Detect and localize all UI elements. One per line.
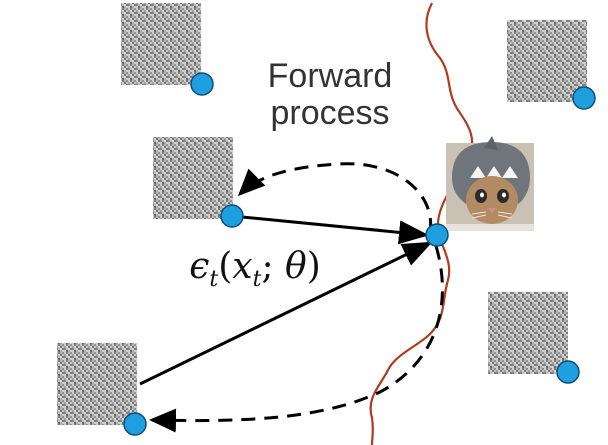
point-top-right: [572, 86, 596, 110]
data-manifold-boundary: [369, 2, 474, 445]
cat-in-shark-hat-icon: [446, 136, 534, 231]
epsilon-theta: θ: [285, 246, 307, 287]
point-bottom-right: [556, 360, 580, 384]
forward-label-line1: Forward: [267, 57, 393, 95]
point-bottom-left: [123, 412, 147, 436]
arrow-bottom-to-cat: [139, 241, 433, 386]
forward-process-label: Forward process: [230, 58, 430, 131]
noise-top-right: [507, 20, 587, 102]
point-middle-left: [220, 204, 244, 228]
epsilon-symbol: ϵ: [189, 246, 210, 287]
dashed-arrow-cat-to-middle: [237, 162, 433, 233]
epsilon-x-subscript: t: [252, 267, 262, 293]
epsilon-close-paren: ): [306, 246, 321, 287]
noise-bottom-left: [57, 343, 137, 425]
dashed-arrow-cat-to-bottom: [149, 245, 444, 433]
epsilon-open-paren: (: [218, 246, 233, 287]
noise-bottom-right: [488, 292, 568, 374]
arrow-middle-to-cat: [231, 214, 429, 245]
epsilon-label: ϵt(xt; θ): [165, 246, 345, 293]
epsilon-subscript: t: [209, 267, 219, 293]
point-cat: [425, 223, 449, 247]
epsilon-x: x: [232, 246, 253, 287]
epsilon-separator: ;: [261, 246, 286, 287]
forward-label-line2: process: [270, 93, 390, 132]
noise-top-left: [121, 3, 201, 85]
noise-middle-left: [153, 137, 233, 219]
point-top-left: [190, 72, 214, 96]
cat-image: [446, 136, 534, 231]
